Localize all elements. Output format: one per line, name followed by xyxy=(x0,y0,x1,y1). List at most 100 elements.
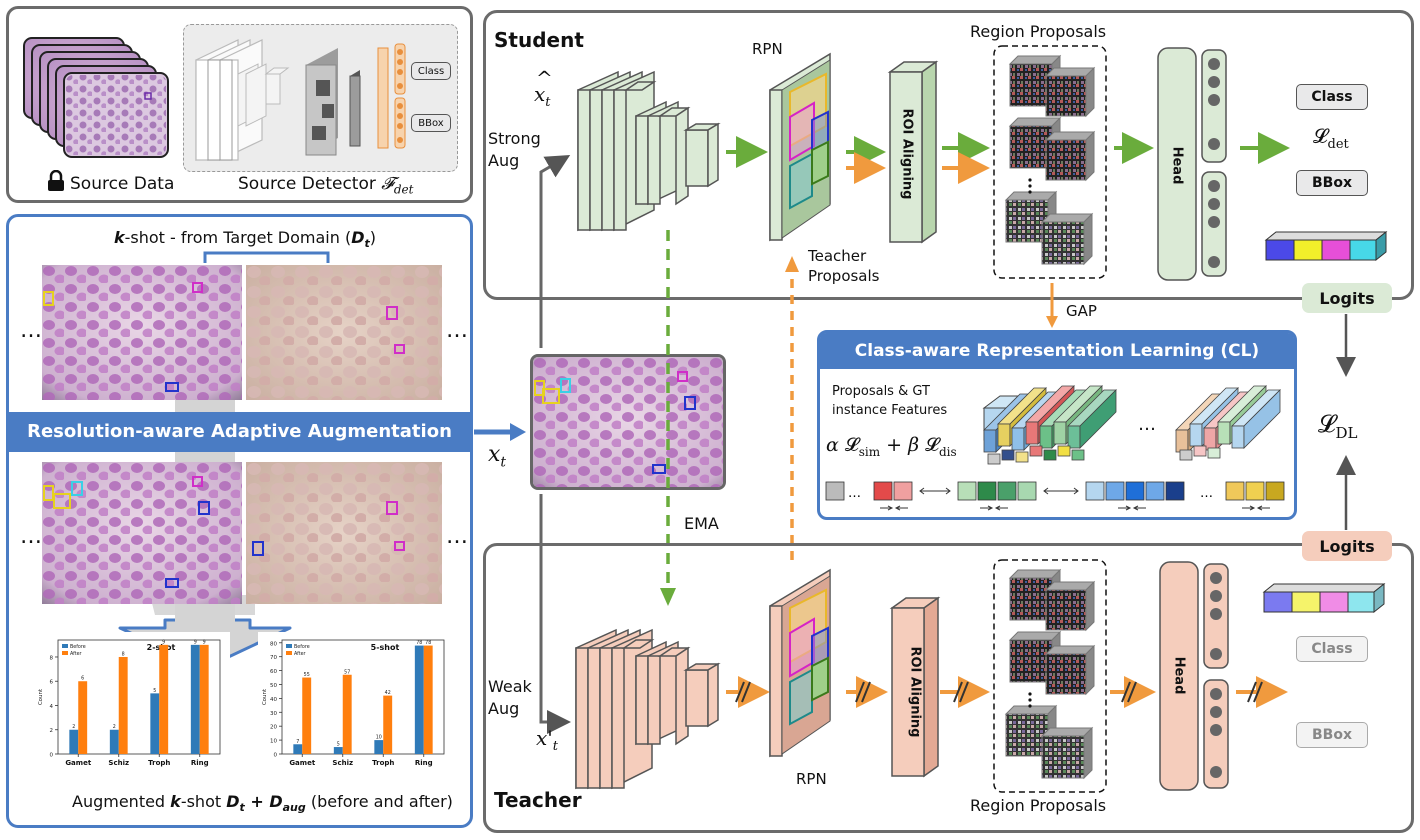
teacher-bbox-box: BBox xyxy=(1296,722,1368,748)
y-tick-label: 50 xyxy=(270,683,277,689)
target-image-1 xyxy=(42,265,242,400)
y-tick-label: 0 xyxy=(50,753,54,759)
bar xyxy=(78,681,88,754)
source-class-box: Class xyxy=(411,62,451,80)
teacher-panel xyxy=(483,543,1414,833)
legend-label: After xyxy=(294,651,306,657)
bar-value-label: 9 xyxy=(162,639,165,645)
source-detector-network xyxy=(195,39,406,161)
svg-text:…: … xyxy=(848,486,861,501)
x-tick-label: Gamet xyxy=(65,759,92,767)
source-bbox-box: BBox xyxy=(411,114,451,132)
bar-value-label: 6 xyxy=(81,676,84,682)
x-tick-label: Troph xyxy=(148,759,170,767)
bar xyxy=(414,645,424,754)
lock-icon xyxy=(48,170,64,191)
augmentation-banner-label: Resolution-aware Adaptive Augmentation xyxy=(27,421,452,442)
bar xyxy=(333,747,343,754)
y-tick-label: 30 xyxy=(270,711,277,717)
chart-title: 5-shot xyxy=(371,643,400,652)
student-class-box: Class xyxy=(1296,84,1368,110)
y-axis-label: Count xyxy=(262,688,268,705)
bar xyxy=(109,729,119,754)
y-tick-label: 4 xyxy=(50,704,54,710)
augmented-ellipsis-left: … xyxy=(20,524,42,549)
teacher-xprime-label: x't xyxy=(536,726,559,754)
x-tick-label: Ring xyxy=(415,759,433,767)
bar-value-label: 78 xyxy=(425,640,431,646)
cl-title: Class-aware Representation Learning (CL) xyxy=(854,341,1260,361)
bar-value-label: 42 xyxy=(385,690,391,696)
teacher-logits-tag: Logits xyxy=(1302,531,1392,561)
bar xyxy=(150,693,160,754)
legend-swatch xyxy=(286,644,292,648)
y-tick-label: 20 xyxy=(270,725,277,731)
augmented-image-1 xyxy=(42,462,242,604)
bar xyxy=(302,677,312,754)
student-loss-det: 𝓛det xyxy=(1313,124,1349,152)
source-detector-label: Source Detector 𝓕det xyxy=(238,174,414,197)
y-tick-label: 0 xyxy=(274,753,278,759)
cl-cube-ellipsis: … xyxy=(1138,414,1156,435)
input-label: xt xyxy=(488,442,507,471)
bar xyxy=(190,644,200,754)
chart-frame xyxy=(57,639,221,755)
target-image-2 xyxy=(246,265,442,400)
augmented-ellipsis-right: … xyxy=(446,524,468,549)
y-tick-label: 2 xyxy=(50,728,54,734)
bar-value-label: 7 xyxy=(296,739,299,745)
teacher-title: Teacher xyxy=(494,788,582,812)
student-xhat-label: ^xt xyxy=(534,66,553,110)
y-tick-label: 60 xyxy=(270,669,277,675)
source-data-stack xyxy=(23,37,169,158)
bar-value-label: 78 xyxy=(416,640,422,646)
teacher-roi-label: ROI Aligning xyxy=(907,646,923,738)
bar-value-label: 9 xyxy=(203,639,206,645)
y-tick-label: 8 xyxy=(50,655,54,661)
bar xyxy=(383,695,393,754)
bar-value-label: 55 xyxy=(304,672,310,678)
bar-value-label: 2 xyxy=(113,724,116,730)
bar xyxy=(423,645,433,754)
gap-label: GAP xyxy=(1066,302,1097,320)
teacher-rpn-label: RPN xyxy=(796,770,827,788)
y-tick-label: 80 xyxy=(270,641,277,647)
loss-dl: 𝓛DL xyxy=(1318,410,1358,442)
cl-feature-rods xyxy=(983,385,1281,465)
bar xyxy=(342,674,352,754)
bar-value-label: 9 xyxy=(194,639,197,645)
chart-frame xyxy=(281,639,445,755)
y-tick-label: 10 xyxy=(270,739,277,745)
source-panel xyxy=(6,6,473,203)
ema-label: EMA xyxy=(684,514,719,533)
legend-swatch xyxy=(62,644,68,648)
input-image-frame xyxy=(530,354,726,490)
x-tick-label: Ring xyxy=(191,759,209,767)
x-tick-label: Gamet xyxy=(289,759,316,767)
kshot-ellipsis-left: … xyxy=(20,318,42,343)
input-arrow xyxy=(474,423,526,441)
student-bbox-box: BBox xyxy=(1296,170,1368,196)
student-region-proposals-label: Region Proposals xyxy=(970,22,1107,41)
bar-value-label: 10 xyxy=(376,735,382,741)
teacher-head-label: Head xyxy=(1171,656,1187,695)
legend-swatch xyxy=(286,651,292,655)
teacher-class-box: Class xyxy=(1296,636,1368,662)
cl-embedding-strip: … … xyxy=(825,481,1285,511)
bar xyxy=(199,644,209,754)
x-tick-label: Schiz xyxy=(108,759,129,767)
y-tick-label: 70 xyxy=(270,655,277,661)
bar xyxy=(69,729,79,754)
bar-value-label: 2 xyxy=(72,724,75,730)
y-tick-label: 6 xyxy=(50,680,54,686)
augmented-image-2 xyxy=(246,462,442,604)
student-rpn-label: RPN xyxy=(752,40,783,58)
cl-panel xyxy=(817,330,1297,520)
augmentation-banner xyxy=(9,412,470,452)
student-title: Student xyxy=(494,28,584,52)
